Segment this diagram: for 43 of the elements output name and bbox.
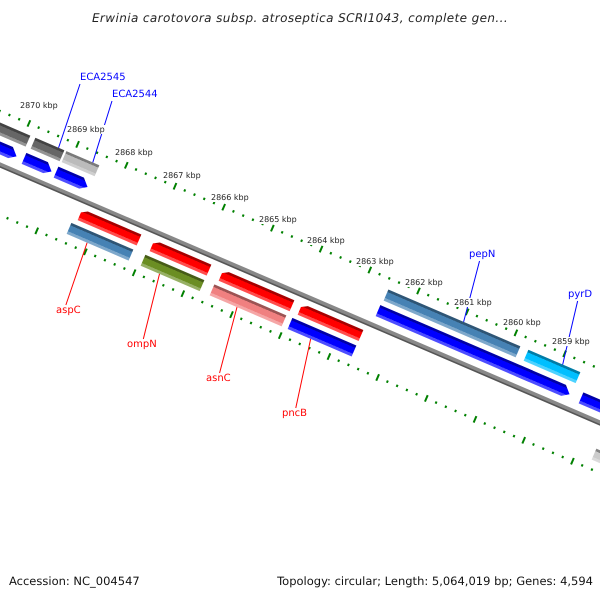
leader-line (142, 273, 160, 340)
gene-bar (54, 166, 88, 189)
leader-line (463, 260, 480, 322)
scale-label: 2864 kbp (307, 236, 345, 245)
gene-bar (218, 272, 294, 312)
leader-line (58, 84, 80, 148)
leader-line (219, 306, 238, 374)
gene-bar (62, 151, 100, 176)
gene-label: pncB (282, 408, 308, 420)
leader-line (65, 242, 88, 306)
gene-bar (524, 350, 580, 384)
gene-label: pepN (469, 249, 496, 261)
gene-bar (150, 242, 212, 276)
gene-label: pyrD (568, 289, 592, 301)
gene-bar (22, 152, 52, 174)
gene-bar (30, 138, 64, 162)
scale-label: 2863 kbp (356, 257, 394, 266)
scale-label: 2867 kbp (163, 171, 201, 180)
gene-label: asnC (206, 373, 231, 385)
gene-label: ECA2545 (80, 72, 126, 84)
gene-bar (298, 306, 364, 341)
gene-bar (210, 284, 286, 326)
gene-label: ECA2544 (112, 89, 158, 101)
gene-bar (140, 254, 204, 292)
leader-line (295, 338, 312, 408)
scale-label: 2865 kbp (259, 215, 297, 224)
map-title: Erwinia carotovora subsp. atroseptica SCRI1043, complete gen... (90, 11, 510, 25)
accession-text: Accession: NC_004547 (9, 574, 140, 588)
genome-summary-text: Topology: circular; Length: 5,064,019 bp; Genes: 4,594 (277, 574, 593, 588)
scale-label: 2861 kbp (454, 298, 492, 307)
gene-bar (78, 212, 142, 246)
scale-label: 2868 kbp (115, 148, 153, 157)
gene-bar (516, 365, 570, 396)
gene-bar (288, 318, 356, 356)
scale-label: 2869 kbp (67, 125, 105, 134)
gene-label: ompN (127, 339, 157, 351)
scale-label: 2866 kbp (211, 193, 249, 202)
scale-label: 2862 kbp (405, 278, 443, 287)
gene-bar (66, 222, 134, 261)
scale-label: 2859 kbp (552, 337, 590, 346)
scale-label: 2870 kbp (20, 101, 58, 110)
scale-label: 2860 kbp (503, 318, 541, 327)
gene-label: aspC (56, 305, 81, 317)
